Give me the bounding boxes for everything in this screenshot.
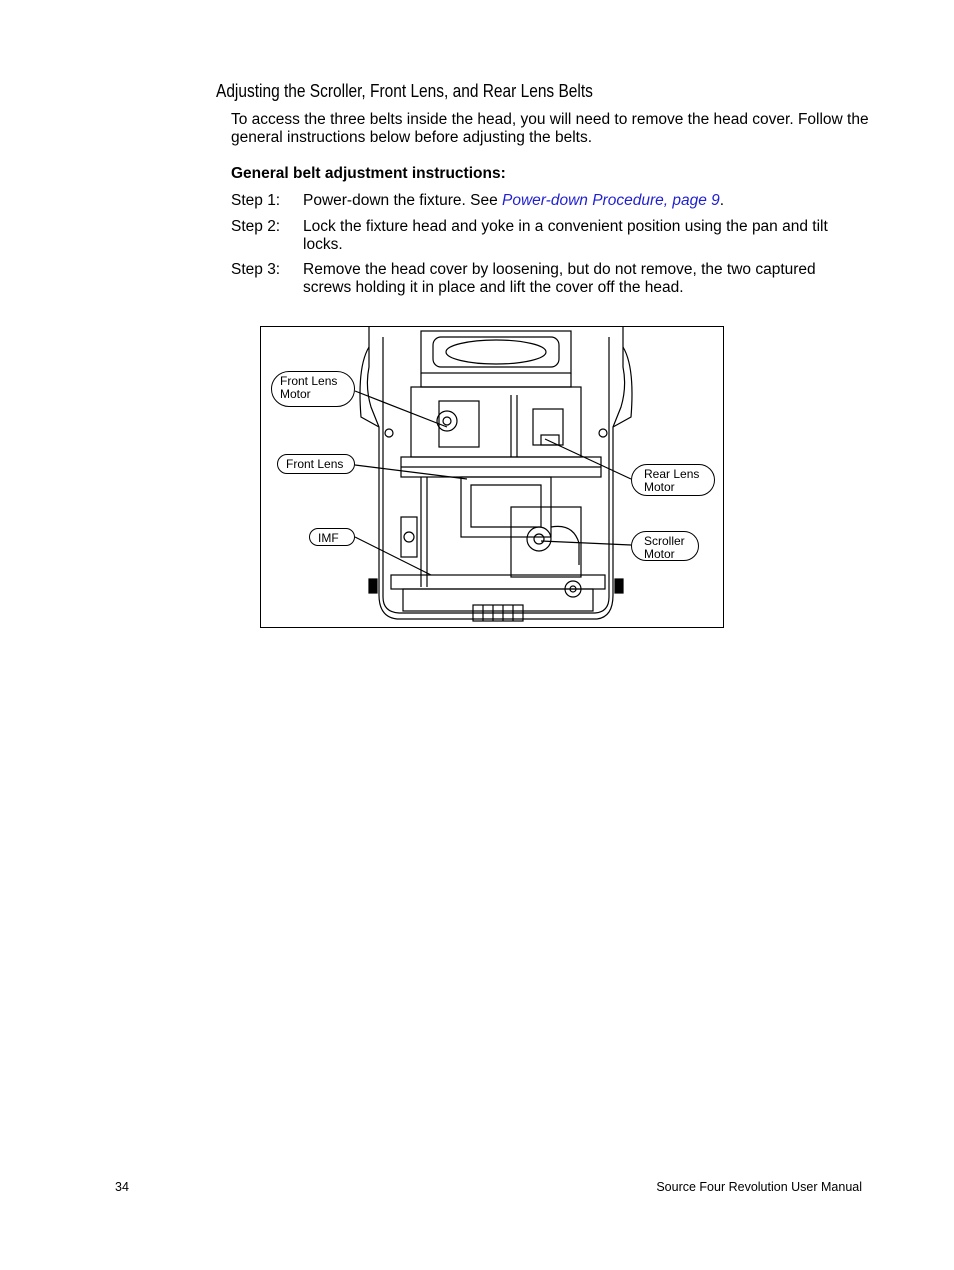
- callout-rear-lens-motor: Rear Lens Motor: [631, 464, 715, 496]
- manual-title: Source Four Revolution User Manual: [656, 1180, 862, 1194]
- subheading: General belt adjustment instructions:: [231, 165, 506, 182]
- fixture-head-figure: Front Lens Motor Front Lens IMF Rear Len…: [260, 326, 724, 628]
- section-heading: Adjusting the Scroller, Front Lens, and …: [216, 81, 593, 101]
- fixture-head-drawing: [354, 327, 633, 622]
- step-text: Remove the head cover by loosening, but …: [303, 261, 816, 296]
- step-text: Power-down the fixture. See Power-down P…: [303, 192, 725, 209]
- step-number: Step 3:: [231, 261, 281, 278]
- step-number: Step 1:: [231, 192, 281, 209]
- intro-paragraph: To access the three belts inside the hea…: [231, 111, 869, 146]
- step-text: Lock the fixture head and yoke in a conv…: [303, 218, 828, 253]
- step-number: Step 2:: [231, 218, 281, 235]
- callout-front-lens-motor: Front Lens Motor: [271, 371, 355, 407]
- page-number: 34: [115, 1180, 129, 1194]
- callout-imf: IMF: [309, 528, 355, 546]
- callout-front-lens: Front Lens: [277, 454, 355, 474]
- power-down-link[interactable]: Power-down Procedure, page 9: [502, 192, 720, 209]
- callout-scroller-motor: Scroller Motor: [631, 531, 699, 561]
